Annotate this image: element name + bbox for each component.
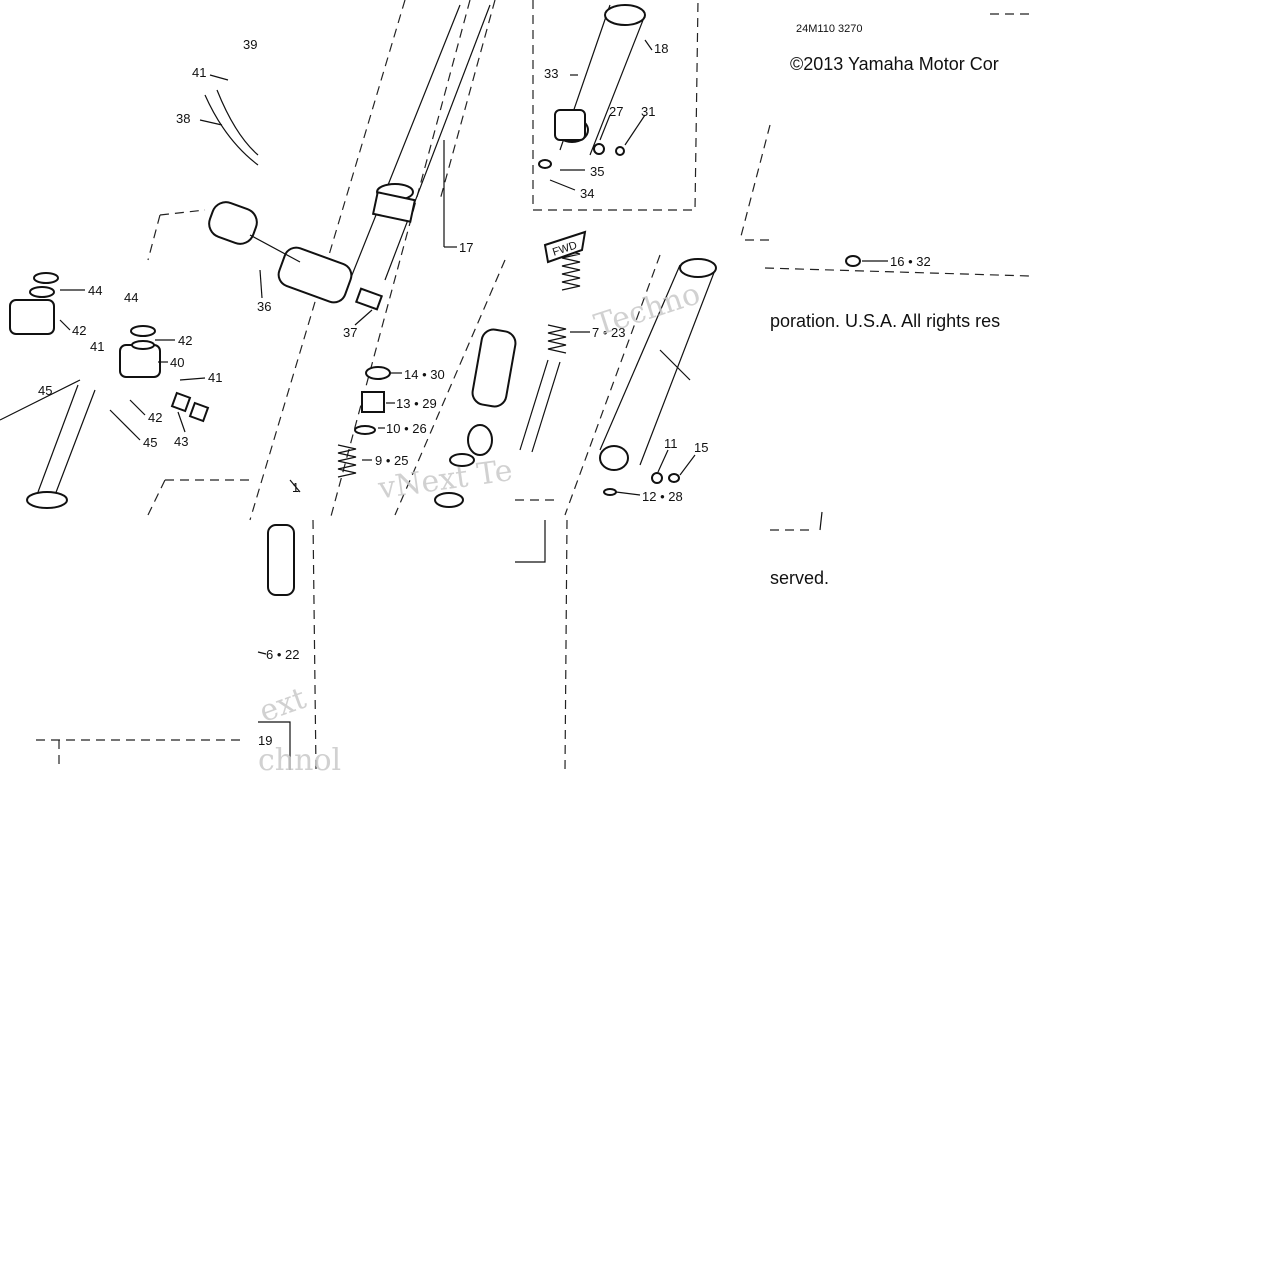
leader-lines <box>59 39 888 770</box>
callout-43: 43 <box>174 434 188 449</box>
callout-31: 31 <box>641 104 655 119</box>
callout-13-29: 13 • 29 <box>396 396 437 411</box>
callout-33: 33 <box>544 66 558 81</box>
outer-tube-right <box>599 258 717 471</box>
dashed-guide-lines <box>30 0 1031 771</box>
callout-15: 15 <box>694 440 708 455</box>
copyright-line-1: ©2013 Yamaha Motor Cor <box>790 54 999 74</box>
copyright-line-2: poration. U.S.A. All rights res <box>770 311 1000 331</box>
callout-35: 35 <box>590 164 604 179</box>
watermark-2: Techno <box>590 276 704 343</box>
damper-rod <box>519 324 567 453</box>
callout-19: 19 <box>258 733 272 748</box>
callout-10-26: 10 • 26 <box>386 421 427 436</box>
watermark-4: chnol <box>258 743 341 778</box>
callout-40: 40 <box>170 355 184 370</box>
steering-stem <box>0 89 259 509</box>
callout-17: 17 <box>459 240 473 255</box>
spring-lower <box>337 444 357 478</box>
callout-37: 37 <box>343 325 357 340</box>
callout-16-32: 16 • 32 <box>890 254 931 269</box>
figure-code: 24M110 3270 <box>796 23 862 35</box>
watermark-3: ext <box>255 681 311 730</box>
callout-27: 27 <box>609 104 623 119</box>
callout-44-a: 44 <box>88 283 102 298</box>
callout-1: 1 <box>292 480 299 495</box>
callout-42-b: 42 <box>178 333 192 348</box>
callout-9-25: 9 • 25 <box>375 453 408 468</box>
callout-36: 36 <box>257 299 271 314</box>
callout-38: 38 <box>176 111 190 126</box>
callout-labels: 39 41 38 44 44 42 42 41 40 41 45 42 45 4… <box>38 37 931 748</box>
callout-42-c: 42 <box>148 410 162 425</box>
small-parts <box>267 109 861 596</box>
callout-14-30: 14 • 30 <box>404 367 445 382</box>
copyright-line-3: served. <box>770 568 829 588</box>
handle-crown <box>208 201 384 311</box>
callout-6-22: 6 • 22 <box>266 647 299 662</box>
callout-18: 18 <box>654 41 668 56</box>
callout-34: 34 <box>580 186 594 201</box>
callout-44-b: 44 <box>124 290 138 305</box>
callout-39: 39 <box>243 37 257 52</box>
fwd-tag: FWD <box>543 230 587 264</box>
callout-45-b: 45 <box>143 435 157 450</box>
handlebar-holder <box>9 272 210 423</box>
callout-7-23: 7 • 23 <box>592 325 625 340</box>
callout-41-c: 41 <box>208 370 222 385</box>
callout-12-28: 12 • 28 <box>642 489 683 504</box>
callout-11: 11 <box>664 436 678 451</box>
callout-45-a: 45 <box>38 383 52 398</box>
callout-42-a: 42 <box>72 323 86 338</box>
callout-41-b: 41 <box>90 339 104 354</box>
spring-upper <box>561 249 581 291</box>
callout-41-a: 41 <box>192 65 206 80</box>
fork-tube-left <box>349 4 491 281</box>
